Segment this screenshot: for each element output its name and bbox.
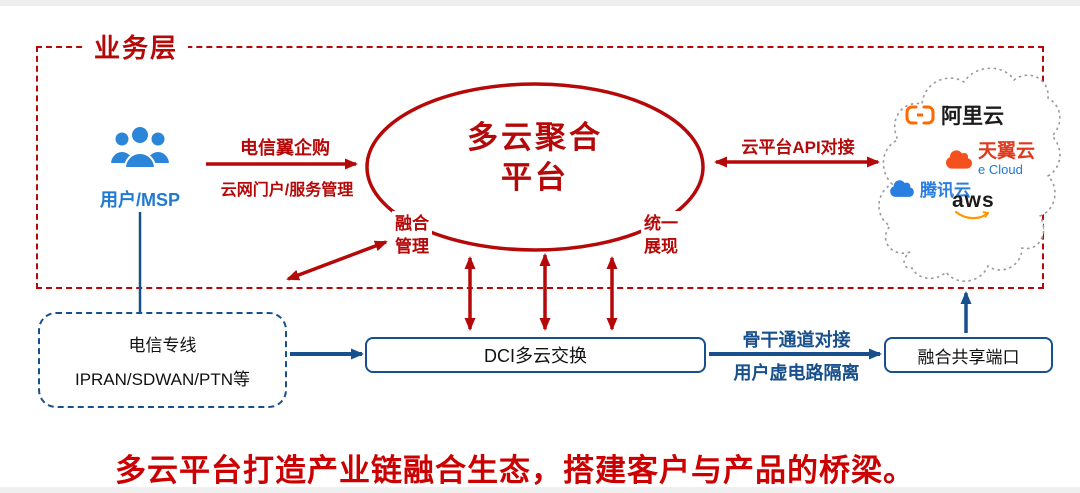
tianyiyun-sub-label: e Cloud [978, 161, 1023, 177]
fusion-management-tag: 融合 管理 [392, 211, 432, 259]
aws-smile-icon [955, 210, 990, 220]
provider-aws: aws [952, 190, 995, 220]
platform-title: 多云聚合 平台 [370, 118, 700, 198]
provider-tencent: 腾讯云 [890, 176, 971, 201]
aws-label: aws [952, 189, 995, 212]
shared-port-label: 融合共享端口 [917, 347, 1020, 367]
provider-cloud-outline [878, 67, 1061, 282]
tencent-label: 腾讯云 [920, 181, 971, 200]
isolation-label: 用户虚电路隔离 [733, 363, 860, 383]
alicloud-bracket-icon [905, 105, 935, 125]
tencent-cloud-icon [890, 179, 914, 198]
alicloud-label: 阿里云 [941, 105, 1004, 128]
platform-ellipse [365, 82, 705, 252]
dci-label: DCI多云交换 [484, 346, 587, 366]
provider-tianyiyun: 天翼云 e Cloud [946, 142, 1035, 177]
tianyiyun-label: 天翼云 [978, 141, 1036, 162]
footer-text: 多云平台打造产业链融合生态，搭建客户与产品的桥梁。 [115, 453, 915, 488]
platform-title-line2: 平台 [501, 160, 569, 195]
top-edge-strip [0, 0, 1080, 6]
backbone-label: 骨干通道对接 [742, 330, 851, 350]
platform-title-line1: 多云聚合 [467, 120, 603, 155]
user-group-icon [108, 125, 172, 169]
provider-alicloud: 阿里云 [905, 100, 1004, 130]
access-line2: IPRAN/SDWAN/PTN等 [74, 369, 251, 389]
unified-presentation-tag: 统一 展现 [641, 211, 681, 259]
fusion-tag-line1: 融合 [395, 214, 429, 233]
dci-box: DCI多云交换 [365, 337, 706, 373]
unified-tag-line2: 展现 [644, 237, 678, 256]
portal-label: 云网门户/服务管理 [220, 182, 354, 199]
tianyiyun-cloud-icon [946, 149, 972, 170]
api-label: 云平台API对接 [741, 138, 855, 157]
business-layer-label: 业务层 [84, 28, 189, 65]
arrow-fusion-diagonal [286, 240, 388, 281]
fusion-tag-line2: 管理 [395, 237, 429, 256]
shared-port-box: 融合共享端口 [884, 337, 1053, 373]
bottom-edge-strip [0, 487, 1080, 493]
user-label: 用户/MSP [99, 190, 180, 210]
access-line1: 电信专线 [128, 335, 197, 355]
unified-tag-line1: 统一 [644, 214, 678, 233]
access-box: 电信专线 IPRAN/SDWAN/PTN等 [38, 312, 287, 408]
purchase-label: 电信翼企购 [240, 138, 330, 158]
